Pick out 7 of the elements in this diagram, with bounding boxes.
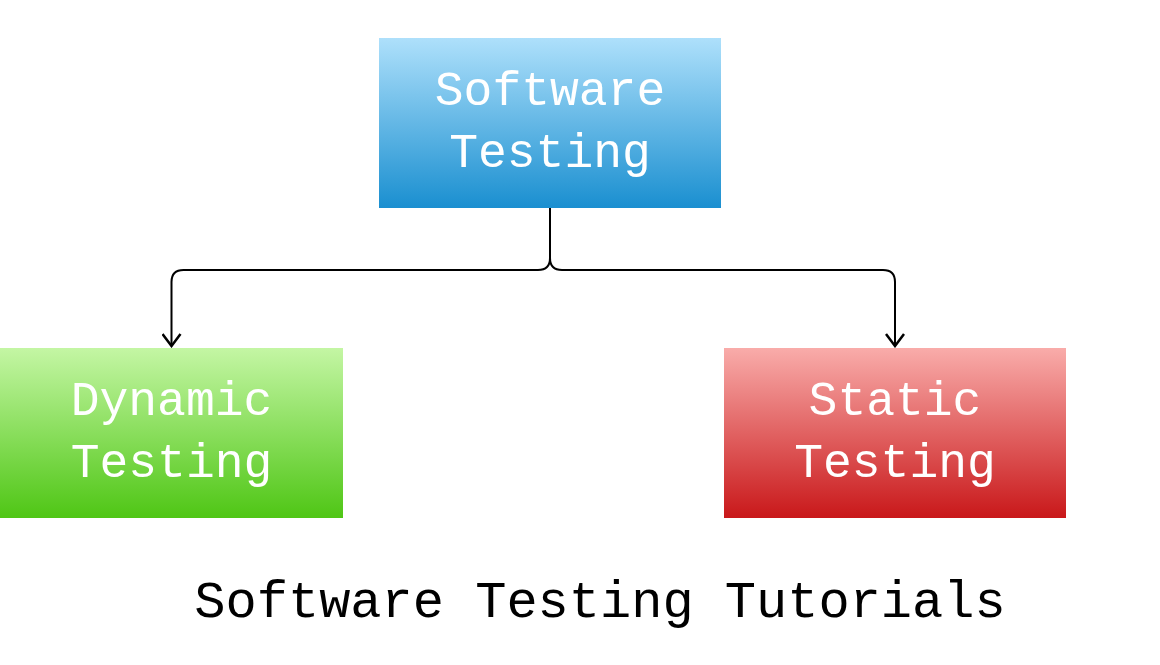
process-box	[0, 348, 343, 518]
process-box	[379, 38, 721, 208]
box-label: Static Testing	[793, 374, 997, 493]
box-label: Software Testing	[433, 64, 667, 183]
caption: Software Testing Tutorials	[193, 573, 1007, 635]
process-box	[724, 348, 1066, 518]
box-label: Dynamic Testing	[69, 374, 274, 493]
